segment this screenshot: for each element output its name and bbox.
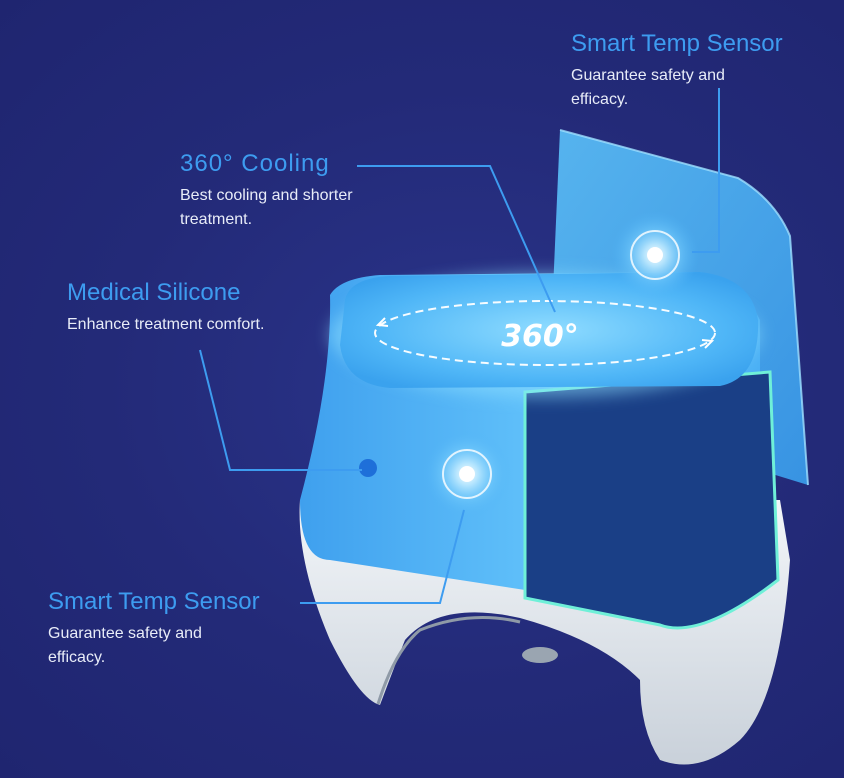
ring-badge-label: 360° [501, 319, 579, 354]
callout-medical-silicone: Medical Silicone Enhance treatment comfo… [67, 279, 347, 337]
callout-description: Guarantee safety and efficacy. [571, 67, 725, 108]
sensor-front [423, 430, 511, 518]
silicone-marker [359, 459, 377, 477]
cooling-ring [330, 272, 760, 397]
callout-title: 360° Cooling [180, 150, 330, 177]
callout-top-temp-sensor: Smart Temp Sensor Guarantee safety and e… [571, 30, 831, 112]
leader-lines [199, 88, 720, 604]
device-window [523, 370, 780, 630]
callout-description: Best cooling and shorter treatment. [180, 187, 353, 228]
leader-cooling [357, 165, 556, 313]
callout-bottom-temp-sensor: Smart Temp Sensor Guarantee safety and e… [48, 588, 318, 670]
callout-description: Enhance treatment comfort. [67, 316, 265, 333]
callout-title: Smart Temp Sensor [571, 30, 783, 57]
callout-title: Medical Silicone [67, 279, 241, 306]
leader-silicone [199, 349, 362, 471]
callout-360-cooling: 360° Cooling Best cooling and shorter tr… [180, 150, 420, 232]
leader-top-sensor [692, 88, 720, 253]
callout-title: Smart Temp Sensor [48, 588, 260, 615]
leader-bottom-sensor [300, 509, 465, 604]
callout-description: Guarantee safety and efficacy. [48, 625, 202, 666]
sensor-plate [611, 211, 699, 299]
